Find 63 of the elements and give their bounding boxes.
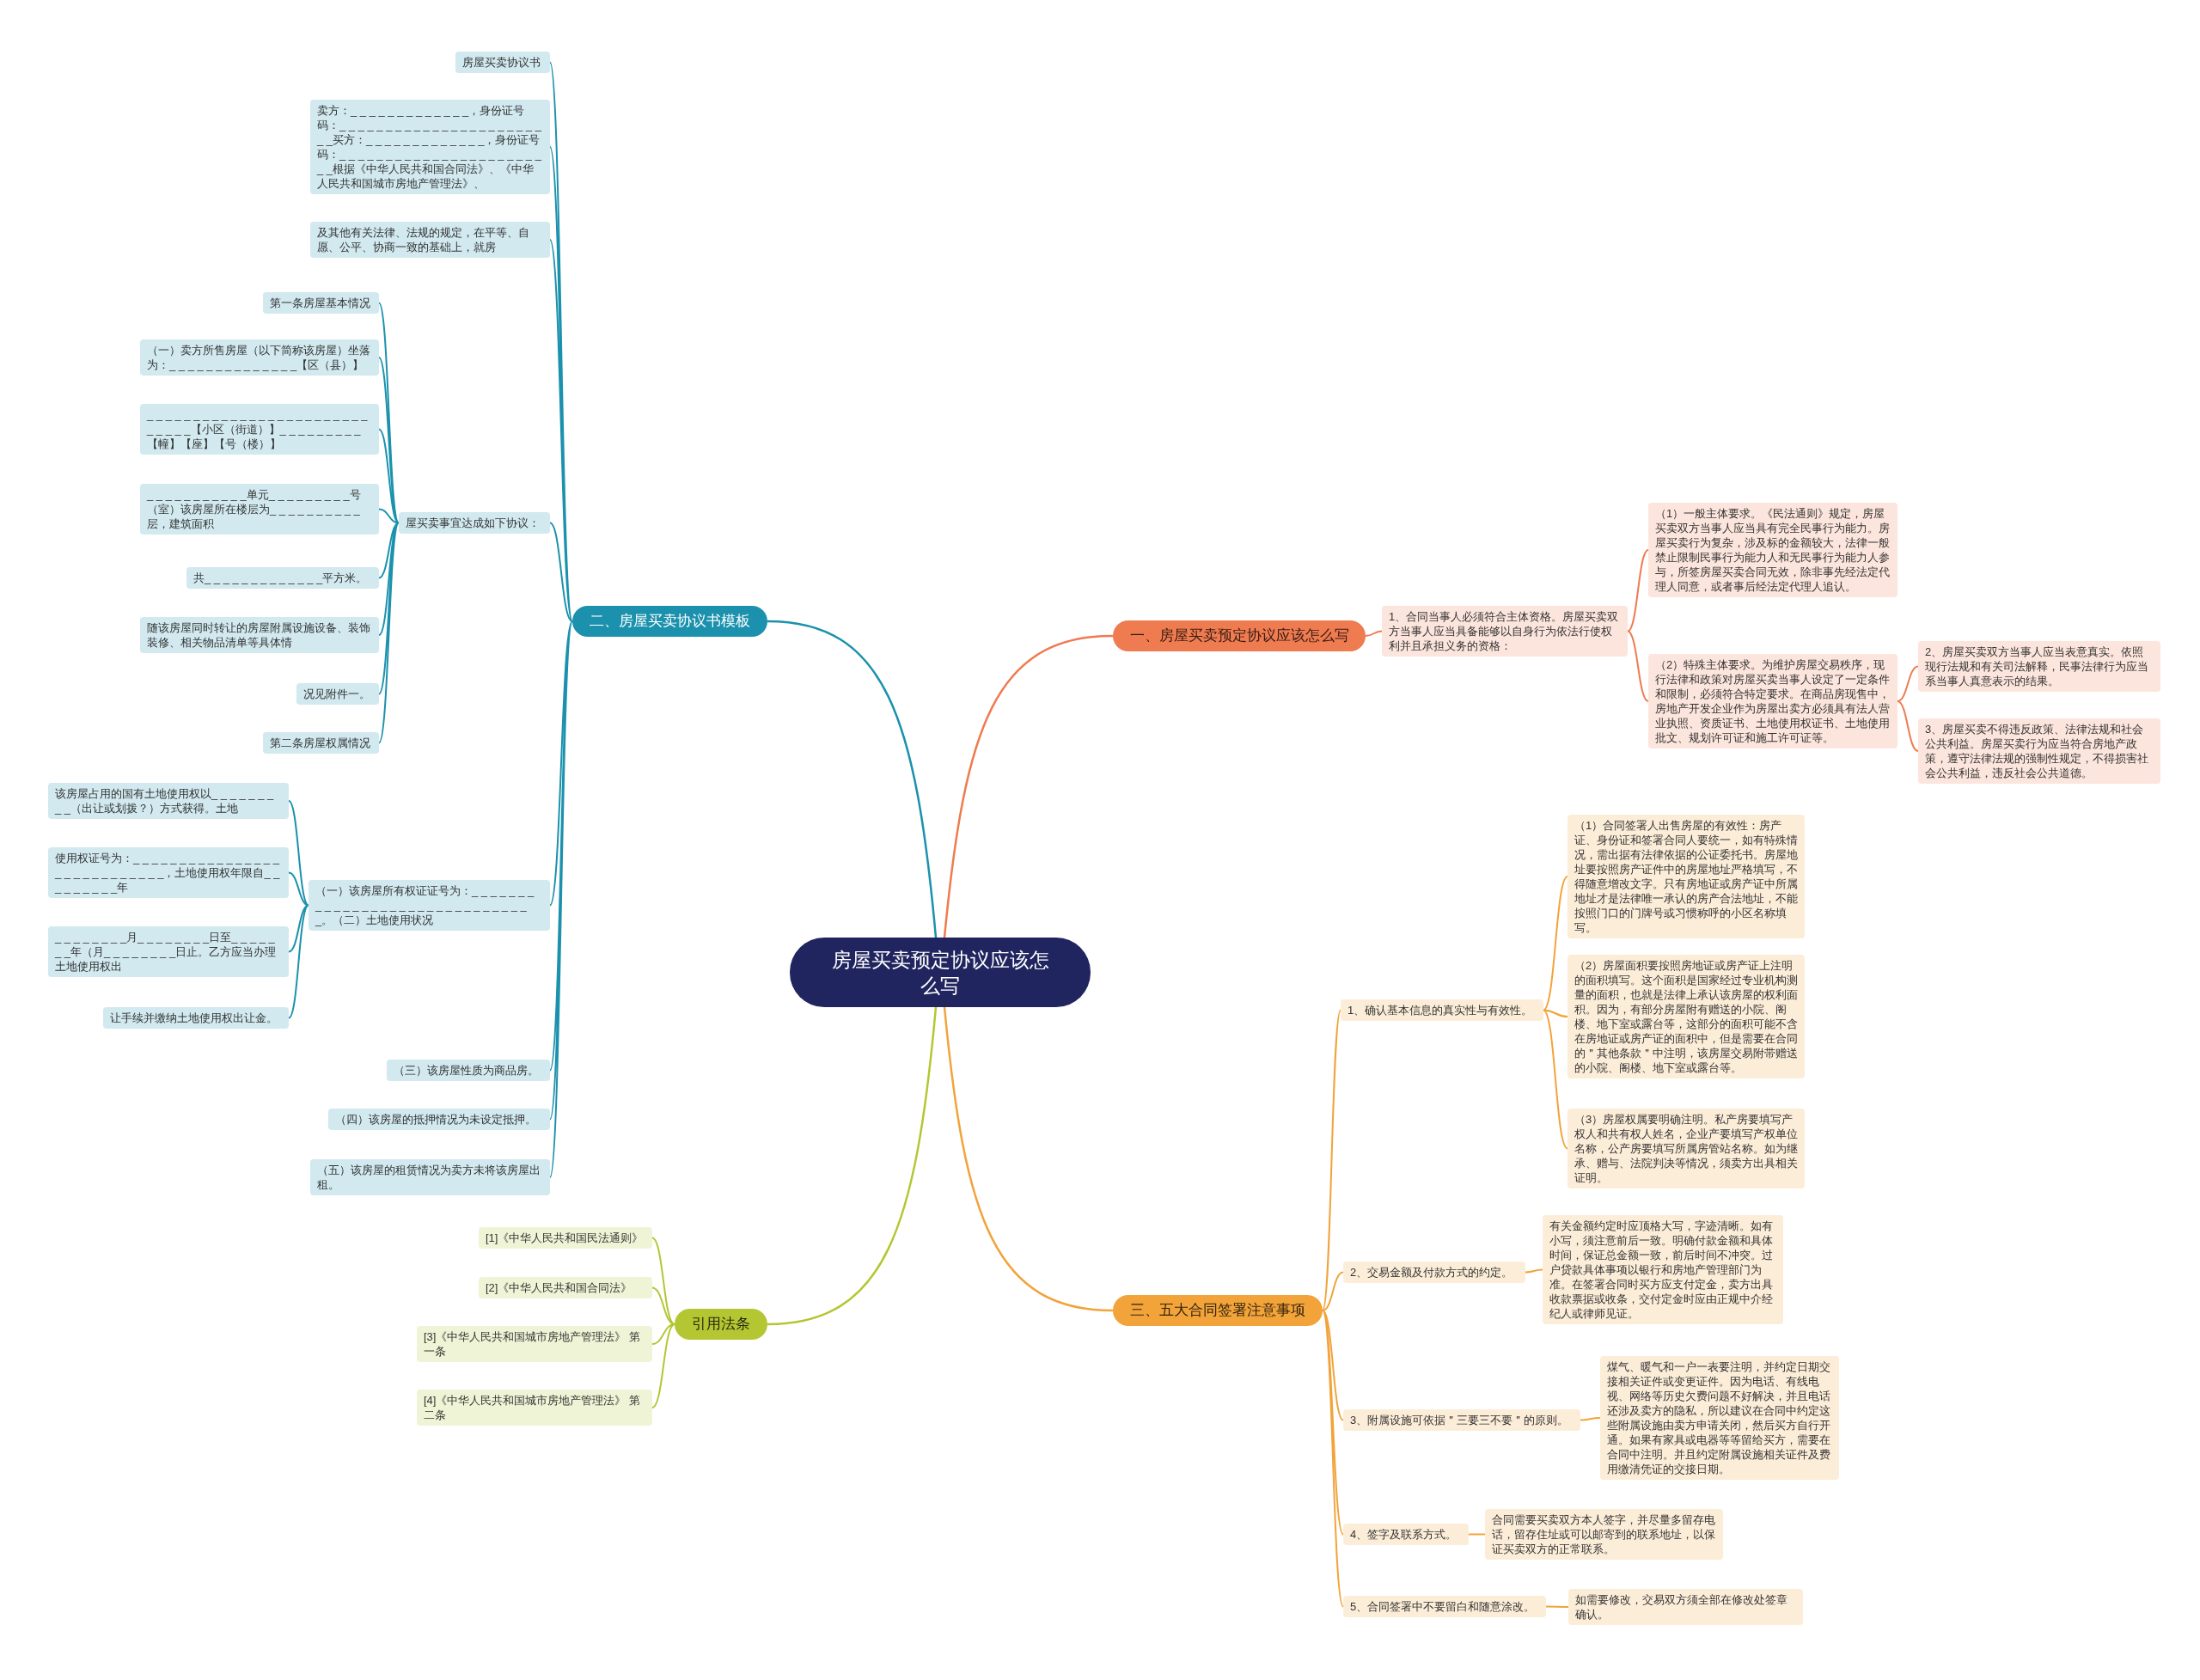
topic-node: 5、合同签署中不要留白和随意涂改。 xyxy=(1343,1596,1546,1617)
branch-topic-node: 三、五大合同签署注意事项 xyxy=(1113,1295,1323,1326)
topic-node: 3、房屋买卖不得违反政策、法律法规和社会公共利益。房屋买卖行为应当符合房地产政策，遵守法律法规的强制性规定，不得损害社会公共利益，违反社会公共道德。 xyxy=(1918,718,2160,784)
topic-node: _ _ _ _ _ _ _ _ _ _ _ _ _ _ _ _ _ _ _ _ _ _ _ _ _ _ _ _ _【小区（街道）】_ _ _ _ _ _ _ _ _【幢】【座】【号（楼）】 xyxy=(140,404,379,455)
topic-node: 有关金额约定时应顶格大写，字迹清晰。如有小写，须注意前后一致。明确付款金额和具体时间，保证总金额一致，前后时间不冲突。过户贷款具体事项以银行和房地产管理部门为准。在签署合同时买方应支付定金，卖方出具收款票据或收条，交付定金时应由正规中介经纪人或律师见证。 xyxy=(1543,1215,1783,1324)
connector-line xyxy=(1543,876,1568,1150)
connector-line xyxy=(943,634,1114,938)
topic-node: （2）房屋面积要按照房地证或房产证上注明的面积填写。这个面积是国家经过专业机构测量的面积，也就是法律上承认该房屋的权利面积。因为，有部分房屋附有赠送的小院、阁楼、地下室或露台等，这部分的面积可能不含在房地证或房产证的面积中，但是需要在合同的＂其他条款＂中注明，该房屋交易附带赠送的小院、阁楼、地下室或露台等。 xyxy=(1568,955,1805,1078)
topic-node: （一）该房屋所有权证证号为：_ _ _ _ _ _ _ _ _ _ _ _ _ _ _ _ _ _ _ _ _ _ _ _ _ _ _ _ _ _ _。（二）土地使用状况 xyxy=(309,880,550,931)
topic-node: 该房屋占用的国有土地使用权以_ _ _ _ _ _ _ _ _（出让或划拨？）方式获得。土地 xyxy=(48,783,289,819)
central-topic-node: 房屋买卖预定协议应该怎么写 xyxy=(790,938,1091,1007)
connector-line xyxy=(378,302,400,744)
topic-node: 况见附件一。 xyxy=(296,683,379,705)
topic-node: 房屋买卖协议书 xyxy=(455,52,550,73)
connector-line xyxy=(767,620,938,938)
connector-line xyxy=(767,1006,938,1326)
topic-node: 3、附属设施可依据＂三要三不要＂的原则。 xyxy=(1343,1409,1580,1431)
connector-line xyxy=(288,800,309,1019)
topic-node: 及其他有关法律、法规的规定，在平等、自愿、公平、协商一致的基础上，就房 xyxy=(310,222,550,258)
topic-node: [3]《中华人民共和国城市房地产管理法》 第一条 xyxy=(417,1326,652,1362)
topic-node: [1]《中华人民共和国民法通则》 xyxy=(479,1227,652,1249)
topic-node: [2]《中华人民共和国合同法》 xyxy=(479,1277,652,1298)
topic-node: 1、确认基本信息的真实性与有效性。 xyxy=(1341,999,1543,1021)
topic-node: 使用权证号为：_ _ _ _ _ _ _ _ _ _ _ _ _ _ _ _ _ _ _ _ _ _ _ _ _ _ _ _，土地使用权年限自_ _ _ _ _ _ _ _ _年 xyxy=(48,847,289,898)
branch-topic-node: 一、房屋买卖预定协议应该怎么写 xyxy=(1113,620,1366,651)
topic-node: 2、房屋买卖双方当事人应当表意真实。依照现行法规和有关司法解释，民事法律行为应当系当事人真意表示的结果。 xyxy=(1918,641,2160,692)
topic-node: 合同需要买卖双方本人签字，并尽量多留存电话，留存住址或可以邮寄到的联系地址，以保证买卖双方的正常联系。 xyxy=(1485,1509,1723,1560)
topic-node: （四）该房屋的抵押情况为未设定抵押。 xyxy=(328,1109,550,1130)
connector-line xyxy=(1545,1605,1569,1608)
topic-node: （三）该房屋性质为商品房。 xyxy=(387,1060,550,1081)
topic-node: 如需要修改，交易双方须全部在修改处签章确认。 xyxy=(1568,1589,1803,1625)
topic-node: 卖方：_ _ _ _ _ _ _ _ _ _ _ _ _，身份证号码：_ _ _ _ _ _ _ _ _ _ _ _ _ _ _ _ _ _ _ _ _ _ _ _买方：_ _ _ _ _ _ _ _ _ _ _ _ _，身份证号码：_ _ _ _ _ _ _ _ _ _ _ _ _ _ _ _ _ _ _ _ _ _ _ _根据《中华人民共和国合同法》、《中华人民共和国城市房地产管理法》、 xyxy=(310,100,550,194)
connector-line xyxy=(651,1237,675,1408)
topic-node: 4、签字及联系方式。 xyxy=(1343,1524,1469,1545)
connector-line xyxy=(1468,1533,1486,1536)
connector-line xyxy=(1525,1268,1543,1274)
topic-node: 1、合同当事人必须符合主体资格。房屋买卖双方当事人应当具备能够以自身行为依法行使权利并且承担义务的资格： xyxy=(1382,606,1628,657)
topic-node: 屋买卖事宜达成如下协议： xyxy=(399,512,550,534)
topic-node: 第二条房屋权属情况 xyxy=(263,732,379,754)
topic-node: _ _ _ _ _ _ _ _月_ _ _ _ _ _ _ _日至_ _ _ _ _ _ _年（月_ _ _ _ _ _ _ _日止。乙方应当办理土地使用权出 xyxy=(48,926,289,977)
topic-node: （五）该房屋的租赁情况为卖方未将该房屋出租。 xyxy=(310,1159,550,1195)
branch-topic-node: 二、房屋买卖协议书模板 xyxy=(572,606,767,637)
branch-topic-node: 引用法条 xyxy=(675,1309,767,1340)
topic-node: （1）一般主体要求。《民法通则》规定，房屋买卖双方当事人应当具有完全民事行为能力。房屋买卖行为复杂，涉及标的金额较大，法律一般禁止限制民事行为能力人和无民事行为能力人参与，所签房屋买卖合同无效，除非事先经法定代理人同意，或者事后经法定代理人追认。 xyxy=(1648,503,1898,597)
connector-line xyxy=(1322,1009,1344,1608)
topic-node: （3）房屋权属要明确注明。私产房要填写产权人和共有权人姓名，企业产要填写产权单位名称，公产房要填写所属房管站名称。如为继承、赠与、法院判决等情况，须卖方出具相关证明。 xyxy=(1568,1109,1805,1188)
topic-node: （2）特殊主体要求。为维护房屋交易秩序，现行法律和政策对房屋买卖当事人设定了一定条件和限制，必须符合特定要求。在商品房现售中，房地产开发企业作为房屋出卖方必须具有法人营业执照、资质证书、土地使用权证书、土地使用批文、规划许可证和施工许可证等。 xyxy=(1648,654,1898,748)
connector-line xyxy=(1627,549,1649,702)
topic-node: 2、交易金额及付款方式的约定。 xyxy=(1343,1262,1525,1283)
connector-line xyxy=(1365,630,1383,637)
topic-node: 第一条房屋基本情况 xyxy=(263,292,379,314)
topic-node: （一）卖方所售房屋（以下简称该房屋）坐落为：_ _ _ _ _ _ _ _ _ _ _ _ _ _【区（县）】 xyxy=(140,339,379,376)
topic-node: （1）合同签署人出售房屋的有效性：房产证、身份证和签署合同人要统一，如有特殊情况，需出据有法律依据的公证委托书。房屋地址要按照房产证件中的房屋地址严格填写，不得随意增改文字。只有房地证或房产证中所属地址才是法律唯一承认的房产合法地址，不能按照门口的门牌号或习惯称呼的小区名称填写。 xyxy=(1568,815,1805,938)
connector-line xyxy=(1580,1417,1601,1421)
connector-line xyxy=(1897,665,1919,752)
connector-line xyxy=(549,61,573,1178)
topic-node: [4]《中华人民共和国城市房地产管理法》 第二条 xyxy=(417,1390,652,1426)
topic-node: 让手续并缴纳土地使用权出让金。 xyxy=(103,1007,289,1029)
connector-line xyxy=(943,1006,1114,1312)
topic-node: 煤气、暖气和一户一表要注明，并约定日期交接相关证件或变更证件。因为电话、有线电视、网络等历史欠费问题不好解决，并且电话还涉及卖方的隐私，所以建议在合同中约定这些附属设施由卖方申请关闭，然后买方自行开通。如果有家具或电器等等留给买方，需要在合同中注明。并且约定附属设施相关证件及费用缴清凭证的交接日期。 xyxy=(1600,1356,1839,1480)
topic-node: 共_ _ _ _ _ _ _ _ _ _ _ _ _平方米。 xyxy=(186,567,379,589)
topic-node: _ _ _ _ _ _ _ _ _ _ _单元_ _ _ _ _ _ _ _ _号（室）该房屋所在楼层为_ _ _ _ _ _ _ _ _ _层，建筑面积 xyxy=(140,484,379,535)
topic-node: 随该房屋同时转让的房屋附属设施设备、装饰装修、相关物品清单等具体情 xyxy=(140,617,379,653)
